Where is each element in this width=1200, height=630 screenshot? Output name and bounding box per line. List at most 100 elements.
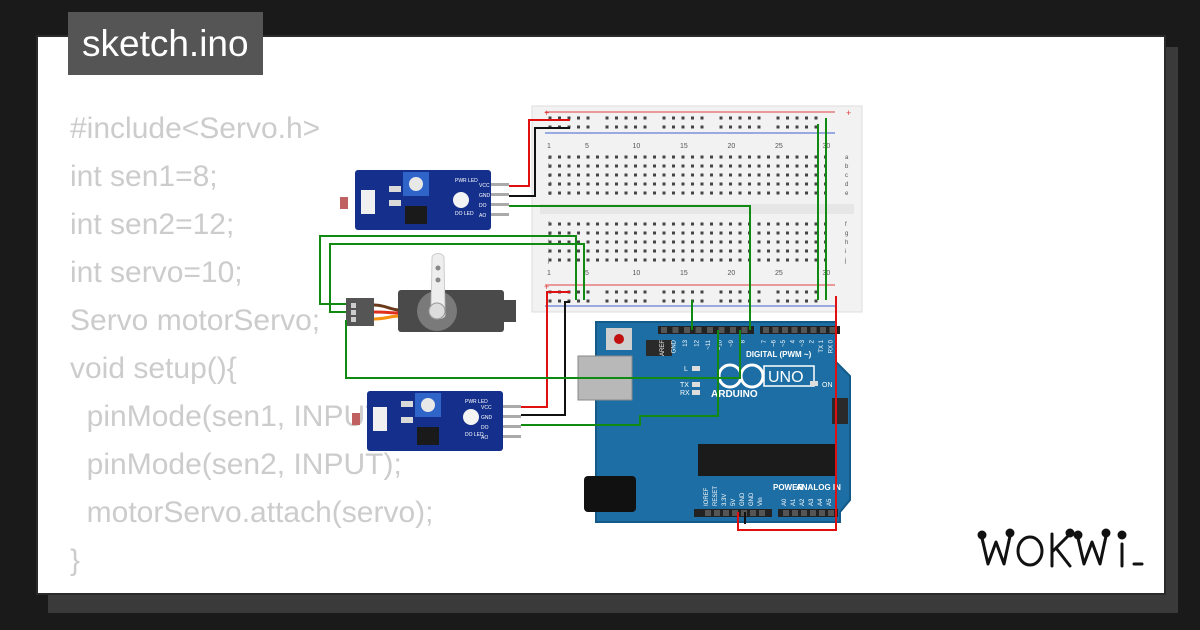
terminal-hole [634,191,637,195]
terminal-hole [577,258,580,262]
terminal-hole [805,173,808,177]
rx-led [692,390,700,395]
terminal-hole [795,231,799,235]
terminal-hole [643,240,647,244]
terminal-hole [662,240,666,244]
terminal-hole [558,231,561,235]
terminal-hole [738,222,742,226]
rail-hole [681,125,685,129]
on-led [810,381,818,386]
header-pin [684,327,690,333]
header-pin [763,327,769,333]
row-letter: d [845,182,848,188]
terminal-hole [662,155,666,159]
terminal-hole [719,240,723,244]
terminal-hole [643,249,647,253]
rail-hole [691,125,694,129]
terminal-hole [567,173,571,177]
column-number: 20 [728,143,736,150]
header-pin [801,510,807,516]
header-pin [705,510,711,516]
terminal-hole [729,231,732,235]
on-led-label: ON [822,382,833,389]
terminal-hole [700,258,704,262]
terminal-hole [795,258,799,262]
power-jack [584,476,636,512]
terminal-hole [605,240,609,244]
rail-hole [643,125,647,129]
terminal-hole [558,249,561,253]
row-letter: f [548,222,550,228]
rail-hole [643,299,647,303]
terminal-hole [738,231,742,235]
servo-connector-pin-2 [351,310,356,315]
rail-plus-label: + [544,108,549,118]
terminal-hole [634,258,637,262]
rail-hole [814,299,818,303]
row-letter: g [845,231,848,237]
terminal-hole [805,258,808,262]
comparator-chip [417,427,439,445]
terminal-hole [634,249,637,253]
terminal-hole [814,164,818,168]
digital-pin-label: ~6 [772,339,778,347]
terminal-hole [662,231,666,235]
terminal-hole [757,155,761,159]
row-letter: a [845,155,849,161]
terminal-hole [757,258,761,262]
terminal-hole [548,182,552,186]
terminal-hole [662,164,666,168]
wire-5v-supply [737,296,837,531]
terminal-hole [643,164,647,168]
terminal-hole [586,173,590,177]
analog-in-label: ANALOG IN [796,483,841,492]
terminal-hole [681,173,685,177]
wire-sensor1-do [509,205,751,330]
column-number: 5 [585,270,589,277]
terminal-hole [624,231,628,235]
terminal-hole [719,191,723,195]
sensor-module-1: PWR LED DO LED VCC GND DO AO [340,170,509,230]
header-pin [661,327,667,333]
terminal-hole [672,173,675,177]
terminal-hole [605,222,609,226]
rail-hole [605,125,609,129]
terminal-hole [767,155,770,159]
terminal-hole [691,191,694,195]
digital-pin-label: 12 [695,339,701,346]
terminal-hole [681,249,685,253]
power-pin-label: Vin [758,497,764,506]
icsp-header-2 [832,398,848,424]
terminal-hole [767,164,770,168]
power-pin-label: GND [740,492,746,506]
terminal-hole [672,249,675,253]
terminal-hole [681,182,685,186]
terminal-hole [738,182,742,186]
rail-hole [586,125,590,129]
terminal-hole [757,164,761,168]
terminal-hole [767,258,770,262]
terminal-hole [700,191,704,195]
wire-sensor2-do [521,330,719,426]
terminal-hole [738,258,742,262]
terminal-hole [548,155,552,159]
rail-hole [700,299,704,303]
rail-hole [681,116,685,120]
digital-pin-label: GND [672,339,678,353]
terminal-hole [795,222,799,226]
terminal-hole [691,222,694,226]
terminal-hole [776,249,780,253]
pin-gnd [503,415,521,418]
terminal-hole [795,173,799,177]
rail-hole [643,290,647,294]
terminal-hole [653,258,656,262]
terminal-hole [662,191,666,195]
wire-sensor1-gnd [509,127,570,197]
rail-hole [662,290,666,294]
rail-hole [805,116,808,120]
pin-do [503,425,521,428]
terminal-hole [653,173,656,177]
row-letter: b [845,164,849,170]
